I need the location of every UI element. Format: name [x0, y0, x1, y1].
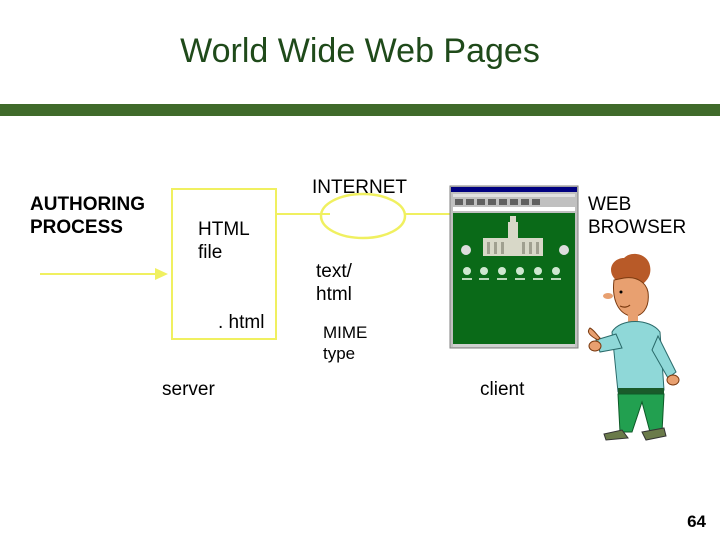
text-html-label: text/ html	[316, 260, 352, 306]
client-label: client	[480, 379, 525, 400]
html-file-label: HTML file	[198, 218, 250, 264]
internet-label: INTERNET	[312, 177, 407, 198]
internet-cloud	[319, 192, 407, 240]
title-divider	[0, 104, 720, 116]
web-browser-line1: WEB	[588, 194, 632, 215]
authoring-line2: PROCESS	[30, 217, 123, 238]
authoring-process-label: AUTHORING PROCESS	[30, 193, 145, 239]
authoring-arrow	[40, 268, 168, 280]
web-browser-label: WEB BROWSER	[588, 193, 686, 239]
mime-line1: MIME	[323, 323, 368, 342]
text-html-line2: html	[316, 284, 352, 305]
browser-screenshot-icon	[449, 185, 579, 349]
mime-type-label: MIME type	[323, 322, 367, 364]
mime-line2: type	[323, 344, 356, 363]
slide-title: World Wide Web Pages	[180, 32, 540, 70]
server-label: server	[162, 379, 215, 400]
web-browser-line2: BROWSER	[588, 217, 687, 238]
page-number: 64	[687, 512, 706, 531]
text-html-line1: text/	[316, 261, 352, 282]
authoring-line1: AUTHORING	[30, 194, 146, 215]
html-extension-label: . html	[218, 312, 265, 333]
pointing-person-icon	[587, 253, 680, 441]
server-box	[171, 188, 277, 340]
html-file-line1: HTML	[198, 219, 250, 240]
html-file-line2: file	[198, 242, 223, 263]
